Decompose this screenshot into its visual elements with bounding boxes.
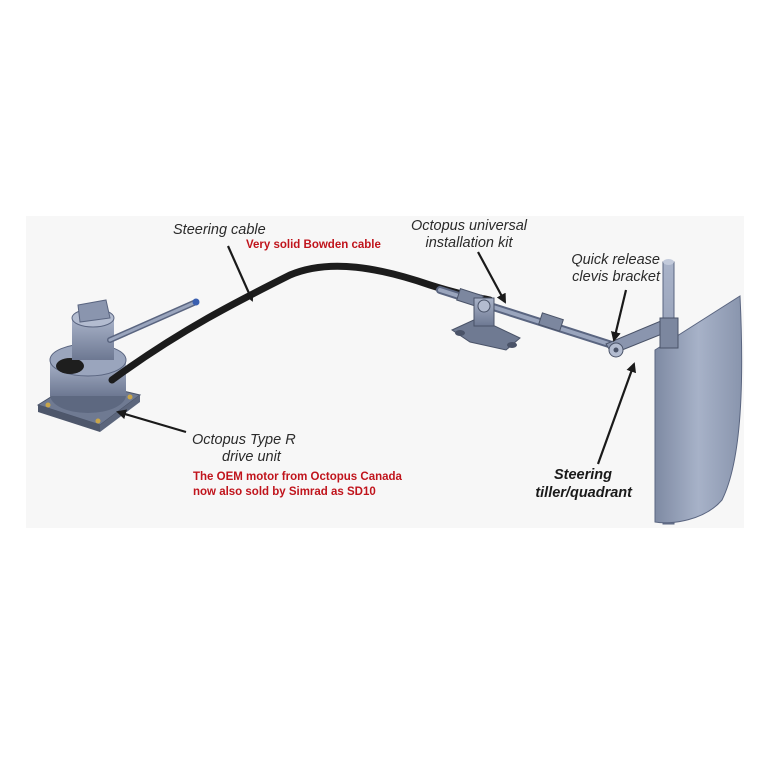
label-installation-kit-line2: installation kit xyxy=(425,235,513,251)
arrow-drive-unit xyxy=(116,409,187,434)
installation-kit-illustration xyxy=(436,286,616,351)
label-installation-kit-line1: Octopus universal xyxy=(410,218,528,234)
arrow-clevis-bracket xyxy=(611,289,628,342)
arrow-installation-kit xyxy=(477,251,506,304)
leader-arrows xyxy=(116,245,636,465)
label-tiller-line2: tiller/quadrant xyxy=(535,485,632,501)
arrow-steering-cable xyxy=(226,245,254,302)
note-drive-unit-line1: The OEM motor from Octopus Canada xyxy=(193,471,402,483)
label-tiller-line1: Steering xyxy=(553,467,612,483)
label-drive-unit-line1: Octopus Type R xyxy=(192,432,296,448)
diagram-background xyxy=(26,216,744,528)
note-drive-unit-line2: now also sold by Simrad as SD10 xyxy=(193,486,376,498)
rudder-illustration xyxy=(605,259,743,525)
arrow-tiller xyxy=(596,362,636,465)
label-drive-unit-line2: drive unit xyxy=(222,449,281,465)
note-steering-cable: Very solid Bowden cable xyxy=(246,239,381,251)
drive-unit-illustration xyxy=(36,298,200,432)
label-clevis-line2: clevis bracket xyxy=(572,269,660,285)
label-clevis-line1: Quick release xyxy=(571,252,660,268)
steering-cable-illustration xyxy=(108,262,494,384)
label-steering-cable: Steering cable xyxy=(173,222,266,238)
